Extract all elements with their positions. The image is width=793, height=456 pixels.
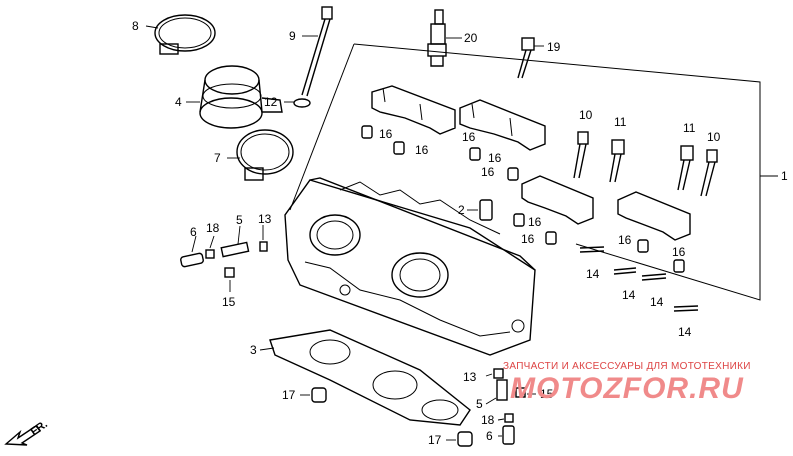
callout-2: 2 — [458, 203, 465, 217]
callout-18: 18 — [481, 413, 495, 427]
callout-16: 16 — [528, 215, 542, 229]
callout-8: 8 — [132, 19, 139, 33]
callout-10: 10 — [707, 130, 721, 144]
clamp-band-8 — [154, 14, 216, 55]
callout-9: 9 — [289, 29, 296, 43]
callout-15: 15 — [540, 387, 554, 401]
callout-14: 14 — [650, 295, 664, 309]
clamp-band-7 — [236, 129, 294, 181]
cam-holder-upper-right — [459, 99, 546, 151]
watermark-logo: MOTOZFOR.RU — [510, 372, 744, 405]
callout-14: 14 — [586, 267, 600, 281]
left-fittings — [180, 241, 268, 278]
callout-19: 19 — [547, 40, 561, 54]
callout-16: 16 — [488, 151, 502, 165]
lower-fittings — [311, 368, 526, 447]
callout-14: 14 — [678, 325, 692, 339]
callout-4: 4 — [175, 95, 182, 109]
callout-16: 16 — [415, 143, 429, 157]
stud-pins-14 — [579, 246, 699, 312]
front-arrow-label: FR. — [28, 418, 49, 438]
bolt-19 — [517, 37, 535, 79]
callout-15: 15 — [222, 295, 236, 309]
callout-5: 5 — [476, 397, 483, 411]
watermark-tagline: ЗАПЧАСТИ И АКСЕССУАРЫ ДЛЯ МОТОТЕХНИКИ — [503, 361, 751, 372]
callout-16: 16 — [618, 233, 632, 247]
callout-10: 10 — [579, 108, 593, 122]
insulator-4 — [199, 65, 283, 129]
callout-11: 11 — [683, 121, 696, 135]
callout-17: 17 — [282, 388, 296, 402]
callout-1: 1 — [781, 169, 788, 183]
callout-16: 16 — [481, 165, 495, 179]
callout-16: 16 — [462, 130, 476, 144]
callout-20: 20 — [464, 31, 478, 45]
callout-14: 14 — [622, 288, 636, 302]
dowel-2 — [479, 199, 493, 221]
stud-bolt-9 — [293, 6, 333, 108]
leader-lines — [145, 25, 544, 441]
callout-17: 17 — [428, 433, 442, 447]
cam-holder-lower-right — [617, 191, 691, 241]
cam-holder-lower-left — [521, 175, 594, 225]
callout-13: 13 — [258, 212, 272, 226]
callout-16: 16 — [521, 232, 535, 246]
callout-labels: 8 9 20 19 4 12 7 16 16 16 16 16 16 16 16… — [132, 19, 788, 447]
head-gasket-3 — [269, 329, 471, 426]
group-1-bracket — [289, 43, 778, 301]
callout-12: 12 — [264, 95, 278, 109]
callout-18: 18 — [206, 221, 220, 235]
callout-6: 6 — [486, 429, 493, 443]
cylinder-head — [284, 177, 536, 356]
front-direction-arrow: FR. — [4, 418, 50, 446]
callout-11: 11 — [614, 115, 627, 129]
callout-16: 16 — [379, 127, 393, 141]
callout-16: 16 — [672, 245, 686, 259]
callout-3: 3 — [250, 343, 257, 357]
cam-holder-upper-left — [371, 85, 456, 135]
spark-plug-20 — [427, 9, 447, 67]
callout-13: 13 — [463, 370, 477, 384]
callout-7: 7 — [214, 151, 221, 165]
dowel-pins-16 — [361, 125, 685, 273]
callout-5: 5 — [236, 213, 243, 227]
callout-6: 6 — [190, 225, 197, 239]
cam-holder-bolts — [573, 131, 718, 197]
